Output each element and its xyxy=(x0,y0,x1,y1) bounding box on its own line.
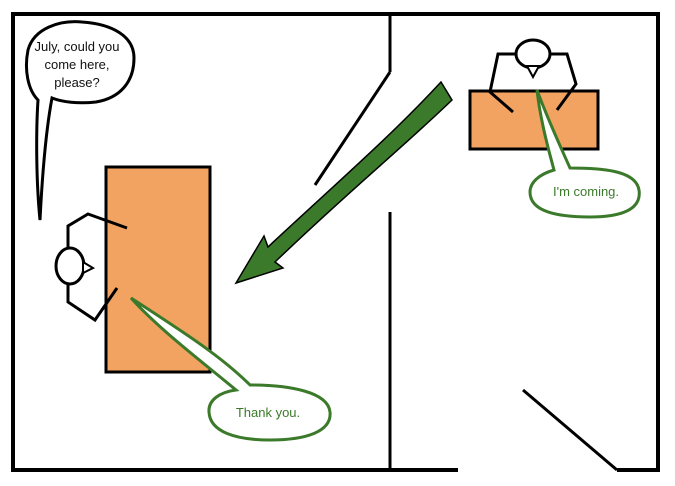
speech-bubble-boss xyxy=(24,20,136,221)
july-desk xyxy=(468,89,600,151)
speech-bubble-july xyxy=(528,89,641,219)
walk-arrow xyxy=(234,80,453,285)
open-door-right xyxy=(522,388,618,472)
speech-text-boss-thanks: Thank you. xyxy=(235,405,301,420)
speech-text-july-reply: I'm coming. xyxy=(552,184,620,199)
outer-frame xyxy=(11,12,660,472)
speech-bubble-thanks xyxy=(129,296,332,442)
open-door-left xyxy=(313,71,392,186)
july-figure xyxy=(488,38,578,114)
speech-text-boss-request: July, could you come here, please? xyxy=(34,39,120,90)
boss-figure xyxy=(54,212,128,323)
